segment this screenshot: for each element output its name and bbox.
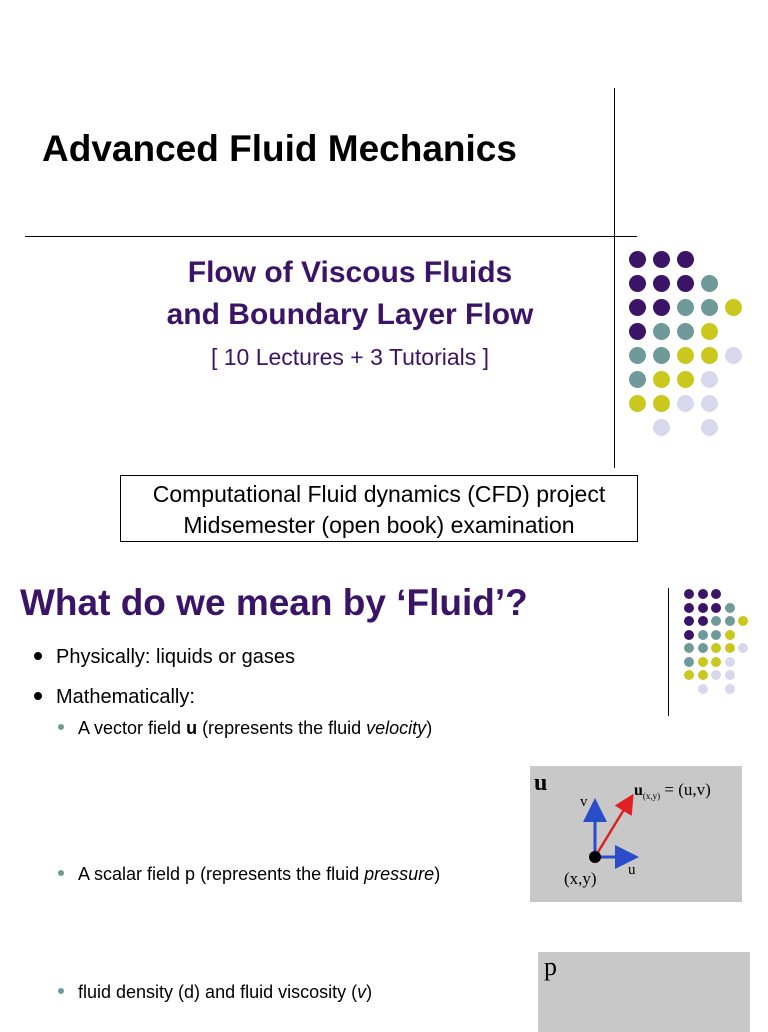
decorative-dot (676, 250, 694, 268)
decorative-dot (711, 602, 721, 613)
decorative-dot (700, 346, 718, 364)
slide1-subtitle: Flow of Viscous Fluids and Boundary Laye… (100, 252, 600, 336)
decorative-dot (700, 418, 718, 436)
decorative-dot (652, 346, 670, 364)
decorative-dot (676, 370, 694, 388)
v-axis-label: v (580, 794, 588, 810)
decorative-dot (652, 250, 670, 268)
decorative-dot (652, 298, 670, 316)
decorative-dot (724, 683, 735, 694)
decorative-dot (628, 322, 646, 340)
decorative-dot (676, 346, 694, 364)
p-title: p (544, 952, 557, 981)
origin-label: (x,y) (564, 869, 597, 888)
decorative-dot (711, 616, 721, 626)
decorative-dot (700, 274, 718, 292)
decorative-dot (684, 616, 694, 626)
decorative-dot (652, 322, 670, 340)
decorative-dot (724, 602, 735, 613)
decorative-dot (676, 298, 694, 316)
origin-point (589, 851, 601, 863)
sub-bullet-density-viscosity: fluid density (d) and fluid viscosity (v… (58, 982, 372, 1003)
decorative-dot (700, 298, 718, 316)
velocity-diagram: u v u (x,y) u(x,y) = (u,v) (534, 770, 711, 888)
assessment-line-1: Computational Fluid dynamics (CFD) proje… (152, 481, 606, 507)
decorative-dot (697, 670, 708, 680)
decorative-dot (697, 656, 708, 667)
velocity-label: u(x,y) = (u,v) (634, 780, 711, 801)
decorative-dot (724, 298, 742, 316)
decorative-dot (724, 656, 735, 667)
horizontal-divider (25, 236, 637, 237)
decorative-dot (724, 629, 735, 640)
decorative-dot (697, 589, 708, 599)
decorative-dot (628, 370, 646, 388)
assessment-box: Computational Fluid dynamics (CFD) proje… (120, 475, 638, 542)
bullet-physically: Physically: liquids or gases (34, 646, 295, 669)
velocity-vector-figure: u v u (x,y) u(x,y) = (u,v) (530, 766, 742, 902)
decorative-dot (628, 250, 646, 268)
decorative-dot (700, 322, 718, 340)
decorative-dot (697, 683, 708, 694)
vertical-divider-2 (668, 588, 669, 716)
decorative-dot (628, 394, 646, 412)
decorative-dot (676, 274, 694, 292)
velocity-arrow (593, 793, 634, 858)
assessment-line-2: Midsemester (open book) examination (183, 512, 575, 538)
decorative-dot (697, 616, 708, 626)
decorative-dot (700, 394, 718, 412)
decorative-dot (684, 589, 694, 599)
sub-bullet-scalar-field: A scalar field p (represents the fluid p… (58, 864, 440, 885)
decorative-dot (700, 370, 718, 388)
decorative-dot (711, 643, 721, 653)
decorative-dot (684, 643, 694, 653)
decorative-dot (628, 274, 646, 292)
decorative-dot (652, 418, 670, 436)
decorative-dot (684, 670, 694, 680)
sub-bullet-dot (58, 724, 64, 731)
decorative-dot (697, 643, 708, 653)
decorative-dot (652, 370, 670, 388)
bullet-dot (34, 691, 42, 700)
decorative-dot (724, 670, 735, 680)
lectures-count: [ 10 Lectures + 3 Tutorials ] (210, 344, 490, 370)
decorative-dot (684, 602, 694, 613)
decorative-dot (738, 643, 748, 653)
sub-bullet-vector-field: A vector field u (represents the fluid v… (58, 718, 432, 739)
pressure-field-figure: p (538, 952, 750, 1032)
bullet-mathematically: Mathematically: (34, 686, 195, 709)
decorative-dot (724, 616, 735, 626)
decorative-dot (711, 656, 721, 667)
slide1-title: Advanced Fluid Mechanics (42, 128, 517, 169)
decorative-dot (738, 616, 748, 626)
decorative-dot (684, 656, 694, 667)
bullet-dot (34, 651, 42, 660)
decorative-dot (711, 589, 721, 599)
decorative-dot (652, 274, 670, 292)
decorative-dot (711, 629, 721, 640)
subtitle-line-2: and Boundary Layer Flow (166, 298, 534, 331)
decorative-dot (711, 670, 721, 680)
slide2-title: What do we mean by ‘Fluid’? (20, 582, 528, 623)
decorative-dot (697, 629, 708, 640)
sub-bullet-dot (58, 988, 64, 995)
u-title: u (534, 770, 547, 796)
decorative-dot (628, 346, 646, 364)
decorative-dot (684, 629, 694, 640)
decorative-dot (628, 298, 646, 316)
decorative-dot (676, 322, 694, 340)
u-axis-label: u (628, 862, 636, 878)
decorative-dot (676, 394, 694, 412)
decorative-dot (652, 394, 670, 412)
subtitle-line-1: Flow of Viscous Fluids (187, 256, 513, 289)
decorative-dot (724, 643, 735, 653)
decorative-dot (724, 346, 742, 364)
decorative-dot (697, 602, 708, 613)
sub-bullet-dot (58, 870, 64, 877)
vertical-divider (614, 88, 615, 468)
